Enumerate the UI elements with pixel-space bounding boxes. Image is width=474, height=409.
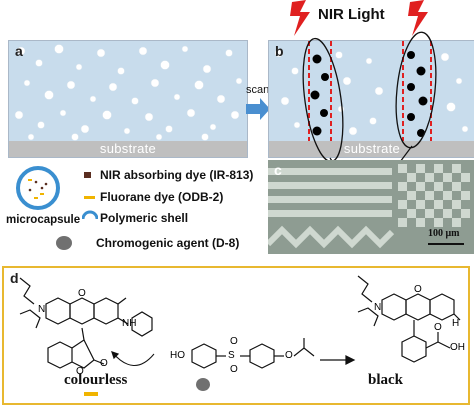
panel-a: substrate a <box>8 40 248 158</box>
legend-label-nir-dye: NIR absorbing dye (IR-813) <box>100 168 254 182</box>
label-black: black <box>368 372 404 388</box>
butyl-chain-2 <box>19 309 41 329</box>
scale-bar-label: 100 μm <box>428 228 460 239</box>
panel-label-a: a <box>15 43 23 59</box>
atom-nh-left: NH <box>122 318 137 329</box>
atom-o-sulfonyl-bottom: O <box>230 364 238 375</box>
reaction-scheme <box>19 275 461 369</box>
label-colourless: colourless <box>64 372 128 388</box>
panel-b: substrate b <box>268 40 474 158</box>
xanthene-ring-center <box>69 297 95 325</box>
panel-label-c: c <box>274 162 282 178</box>
scanned-microcapsule-field <box>274 41 469 141</box>
benzofuranone-ring <box>47 341 73 369</box>
atom-ho: HO <box>170 350 185 361</box>
ether-ring <box>249 343 275 369</box>
atom-oh-acid: OH <box>450 342 465 353</box>
microcapsule-field <box>14 44 243 141</box>
polymeric-shell-icon <box>82 210 98 220</box>
atom-o-sulfonyl-top: O <box>230 336 238 347</box>
panel-c-micrograph: c 100 μm <box>268 160 474 254</box>
chromogenic-agent-marker <box>196 378 210 391</box>
substrate-a: substrate <box>9 141 247 157</box>
atom-n-right: N <box>374 302 382 313</box>
xanthene-ring-right-1 <box>381 293 407 321</box>
legend-label-chromogenic-agent: Chromogenic agent (D-8) <box>96 236 240 250</box>
panel-d-reaction: d N O NH O O HO S O O O N O H O OH colou… <box>2 266 470 405</box>
panel-label-d: d <box>10 270 19 286</box>
microcapsule-icon <box>16 166 60 210</box>
lightning-bolt-icons <box>290 0 428 36</box>
legend-label-fluorane-dye: Fluorane dye (ODB-2) <box>100 190 224 204</box>
legend-label-polymeric-shell: Polymeric shell <box>100 211 189 225</box>
panel-label-b: b <box>275 43 284 59</box>
atom-o-xanthene-left: O <box>78 288 86 299</box>
fluorane-dye-swatch <box>84 196 95 199</box>
atom-o-carbonyl-left: O <box>100 358 108 369</box>
substrate-label-a: substrate <box>99 141 157 156</box>
atom-n-left: N <box>38 304 46 315</box>
microcapsule-label: microcapsule <box>6 214 81 226</box>
lightning-bolt-icon-left <box>290 0 310 36</box>
xanthene-ring-right-3 <box>429 293 455 321</box>
chromogenic-agent-swatch <box>56 236 72 250</box>
printed-pattern <box>268 160 474 254</box>
atom-h-right: H <box>452 318 460 329</box>
atom-o-ether: O <box>285 350 293 361</box>
xanthene-ring-left <box>45 297 71 325</box>
fluorane-dye-marker <box>84 392 98 396</box>
nir-dye-swatch <box>84 172 91 178</box>
nir-light-label: NIR Light <box>318 6 385 23</box>
atom-s: S <box>228 350 235 361</box>
butyl-chain-1 <box>19 277 35 305</box>
benzoic-acid-ring <box>401 335 427 363</box>
atom-o-ring-left: O <box>76 366 84 377</box>
atom-o-xanthene-right: O <box>414 284 422 295</box>
xanthene-ring-right-2 <box>405 293 431 321</box>
lightning-bolt-icon-right <box>408 0 428 36</box>
substrate-label-b: substrate <box>343 141 401 156</box>
aniline-ring-left <box>131 311 153 337</box>
scanning-arrow-icon <box>246 98 270 120</box>
xanthene-ring-right <box>93 297 119 325</box>
atom-o-acid-top: O <box>434 322 442 333</box>
phenol-ring <box>191 343 217 369</box>
